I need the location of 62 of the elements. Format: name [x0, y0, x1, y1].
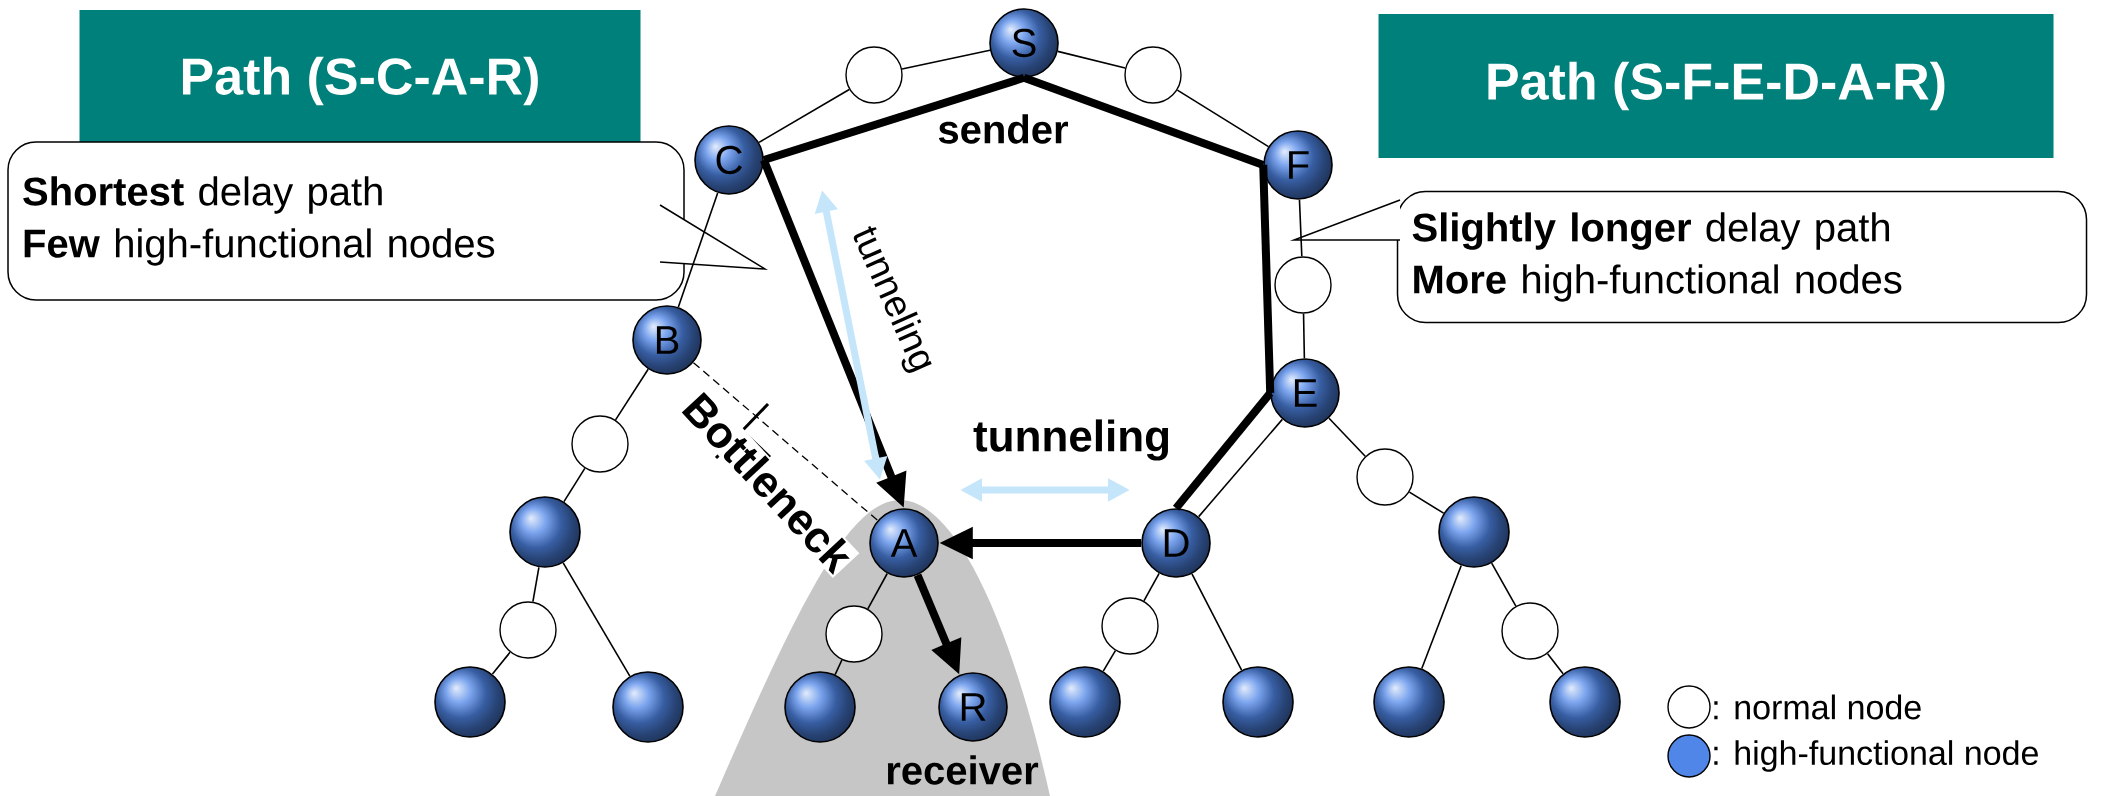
- network-node: [571, 415, 629, 473]
- network-node: [509, 496, 581, 568]
- network-node: [1274, 256, 1332, 314]
- link-line: [901, 49, 991, 70]
- link-line: [562, 562, 631, 677]
- network-node: [612, 671, 684, 743]
- link-line: [491, 651, 511, 675]
- title-banner: Path (S-F-E-D-A-R): [1378, 14, 2054, 158]
- network-node: [1222, 666, 1294, 738]
- link-line: [1302, 312, 1306, 359]
- link-line: [762, 73, 1026, 164]
- title-banner: Path (S-C-A-R): [79, 10, 641, 152]
- network-node: F: [1263, 130, 1333, 200]
- network-node: R: [938, 672, 1008, 742]
- link-line: [1172, 390, 1274, 511]
- network-node: [1101, 597, 1159, 655]
- link-line: [1328, 417, 1366, 457]
- link-line: [563, 467, 586, 503]
- node-caption: receiver: [887, 755, 1039, 785]
- network-node: [1501, 602, 1559, 660]
- network-node: S: [989, 8, 1059, 78]
- network-node: [825, 605, 883, 663]
- link-line: [1143, 572, 1160, 602]
- legend-text: : normal node: [1714, 694, 1921, 720]
- link-line: [834, 659, 843, 676]
- network-node: D: [1141, 508, 1211, 578]
- link-line: [532, 566, 540, 603]
- link-line: [1102, 649, 1117, 672]
- network-node: B: [632, 305, 702, 375]
- speech-bubble: Slightly longer delay path More high-functional nodes: [1289, 190, 2088, 324]
- network-node: A: [869, 508, 939, 578]
- link-line: [1191, 573, 1243, 671]
- link-line: [1408, 491, 1445, 514]
- network-node: [1124, 46, 1182, 104]
- network-node: [434, 666, 506, 738]
- network-node: [1049, 666, 1121, 738]
- link-line: [1298, 198, 1303, 258]
- link-line: [1022, 74, 1265, 169]
- network-node: [1549, 666, 1621, 738]
- arrow-label: tunneling: [971, 417, 1173, 463]
- link-line: [677, 192, 719, 308]
- network-node: [499, 601, 557, 659]
- link-line: [1057, 50, 1126, 69]
- network-node: E: [1270, 358, 1340, 428]
- link-line: [867, 572, 889, 610]
- link-line: [1421, 564, 1463, 670]
- link-line: [1490, 562, 1517, 607]
- link-line: [614, 368, 649, 421]
- link-line: [692, 362, 879, 521]
- network-node: [1356, 448, 1414, 506]
- link-line: [1259, 164, 1275, 394]
- network-node: C: [694, 125, 764, 195]
- network-node: [845, 46, 903, 104]
- link-line: [758, 88, 851, 144]
- network-node: [1373, 666, 1445, 738]
- network-node: [1438, 496, 1510, 568]
- legend-text: : high-functional node: [1714, 740, 2038, 772]
- link-line: [1176, 89, 1270, 148]
- network-node: [784, 671, 856, 743]
- link-line: [1197, 418, 1284, 518]
- node-caption: sender: [938, 114, 1068, 144]
- link-line: [1546, 652, 1564, 675]
